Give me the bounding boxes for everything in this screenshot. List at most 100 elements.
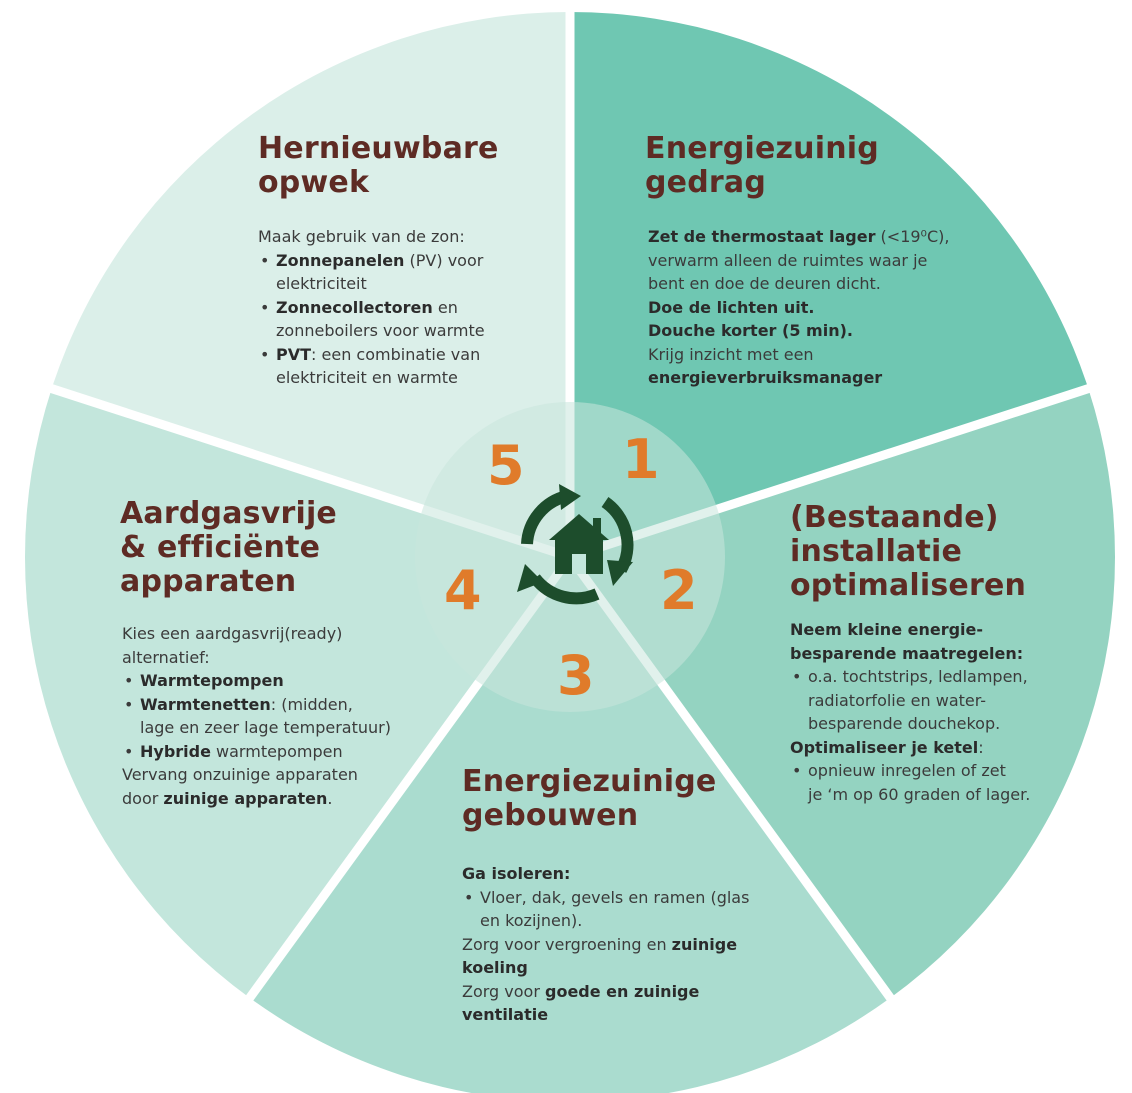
segment-4-text-line: Vervang onzuinige apparaten [122,763,391,787]
segment-5-bullet-item: PVT: een combinatie van [258,343,485,367]
segment-2-text-line: radiatorfolie en water- [790,689,1030,713]
segment-1-title: Energiezuinig gedrag [645,131,879,200]
segment-2-text-line: besparende douchekop. [790,712,1030,736]
body-text: Kies een aardgasvrij(ready) [122,624,343,643]
segment-2-bullet-item: opnieuw inregelen of zet [790,759,1030,783]
segment-4-title: Aardgasvrije & efficiënte apparaten [120,496,337,599]
segment-3-text-line: koeling [462,956,749,980]
segment-1-text-line: Krijg inzicht met een [648,343,949,367]
body-text: Zorg voor [462,981,545,1001]
segment-1-text-line: Zet de thermostaat lager (<19⁰C), [648,225,949,249]
segment-1-text-line: energieverbruiksmanager [648,366,949,390]
segment-4-text-line: lage en zeer lage temperatuur) [122,716,391,740]
bold-text: zuinige [671,934,738,954]
body-text: : een combinatie van [311,344,481,364]
segment-1-wedge [570,12,1089,557]
segment-3-title: Energiezuinige gebouwen [462,764,717,833]
segment-2-text-line: je ‘m op 60 graden of lager. [790,783,1030,807]
bold-text: goede en zuinige [545,981,700,1001]
segment-5-number: 5 [487,434,525,497]
body-text: (PV) voor [404,250,484,270]
segment-3-body: Ga isoleren: Vloer, dak, gevels en ramen … [462,862,749,1027]
bold-text: PVT [276,344,312,364]
body-text: warmtepompen [210,741,343,761]
bold-text: Ga isoleren: [462,864,571,883]
body-text: lage en zeer lage temperatuur) [140,718,391,737]
segment-1-text-line: Doe de lichten uit. [648,296,949,320]
segment-2-text-line: besparende maatregelen: [790,642,1030,666]
body-text: . [327,788,333,808]
segment-5-wedge [51,12,571,557]
segment-5-text-line: elektriciteit [258,272,485,296]
bold-text: Doe de lichten uit. [648,297,815,317]
segment-4-text-line: alternatief: [122,646,391,670]
body-text: Vervang onzuinige apparaten [122,765,358,784]
bold-text: Zonnecollectoren [276,297,433,317]
segment-1-text-line: Douche korter (5 min). [648,319,949,343]
body-text: Zorg voor vergroening en [462,934,672,954]
body-text: zonneboilers voor warmte [276,321,485,340]
segment-3-text-line: en kozijnen). [462,909,749,933]
segment-2-text-line: Neem kleine energie- [790,618,1030,642]
segment-1-text-line: bent en doe de deuren dicht. [648,272,949,296]
body-text: alternatief: [122,647,210,667]
body-text: : (midden, [270,694,353,714]
segment-2-title: (Bestaande) installatie optimaliseren [790,500,1027,603]
segment-5-bullet-item: Zonnecollectoren en [258,296,485,320]
body-text: en kozijnen). [480,911,583,930]
bold-text: Hybride [140,741,211,761]
segment-2-bullet-item: o.a. tochtstrips, ledlampen, [790,665,1030,689]
segment-5-text-line: elektriciteit en warmte [258,366,485,390]
segment-3-text-line: Zorg voor vergroening en zuinige [462,933,749,957]
segment-2-number: 2 [660,559,698,622]
segment-3-text-line: ventilatie [462,1003,749,1027]
segment-1-body: Zet de thermostaat lager (<19⁰C),verwarm… [648,225,949,390]
segment-1-number: 1 [622,428,660,491]
body-text: opnieuw inregelen of zet [808,761,1006,780]
body-text: door [122,788,164,808]
segment-5-text-line: zonneboilers voor warmte [258,319,485,343]
body-text: Krijg inzicht met een [648,344,814,364]
segment-5-text-line: Maak gebruik van de zon: [258,225,485,249]
bold-text: ventilatie [462,1005,549,1024]
segment-4-number: 4 [444,559,482,622]
house-with-circular-arrows-icon [517,484,634,605]
body-text: verwarm alleen de ruimtes waar je [648,250,928,270]
bold-text: Neem kleine energie- [790,620,984,639]
segment-5-bullet-item: Zonnepanelen (PV) voor [258,249,485,273]
segment-4-text-line: Kies een aardgasvrij(ready) [122,622,391,646]
bold-text: Zonnepanelen [276,250,405,270]
body-text: besparende douchekop. [808,714,1001,733]
bold-text: Optimaliseer je ketel [790,737,979,757]
body-text: o.a. tochtstrips, ledlampen, [808,667,1028,686]
body-text: Vloer, dak, gevels en ramen (glas [480,887,750,907]
segment-2-body: Neem kleine energie-besparende maatregel… [790,618,1030,806]
segment-2-text-line: Optimaliseer je ketel: [790,736,1030,760]
segment-5-body: Maak gebruik van de zon: Zonnepanelen (PV… [258,225,485,390]
body-text: elektriciteit [276,274,367,293]
segment-5-title: Hernieuwbare opwek [258,131,499,200]
bold-text: Warmtenetten [140,694,271,714]
body-text: radiatorfolie en water- [808,690,987,710]
segment-4-text-line: door zuinige apparaten. [122,787,391,811]
body-text: Maak gebruik van de zon: [258,227,465,246]
segment-3-text-line: Ga isoleren: [462,862,749,886]
body-text: bent en doe de deuren dicht. [648,274,881,293]
bold-text: zuinige apparaten [163,788,328,808]
bold-text: Zet de thermostaat lager [648,227,876,246]
segment-4-bullet-item: Hybride warmtepompen [122,740,391,764]
body-text: je ‘m op 60 graden of lager. [808,784,1031,804]
segment-1-text-line: verwarm alleen de ruimtes waar je [648,249,949,273]
segment-3-text-line: Zorg voor goede en zuinige [462,980,749,1004]
segment-3-number: 3 [557,644,595,707]
segment-3-bullet-item: Vloer, dak, gevels en ramen (glas [462,886,749,910]
body-text: : [978,737,984,757]
segment-3-wedge [249,557,891,1093]
body-text: elektriciteit en warmte [276,368,458,387]
body-text: (<19⁰C), [875,227,950,246]
body-text: en [432,297,458,317]
bold-text: Warmtepompen [140,671,284,690]
segment-4-bullet-item: Warmtepompen [122,669,391,693]
bold-text: koeling [462,958,528,977]
